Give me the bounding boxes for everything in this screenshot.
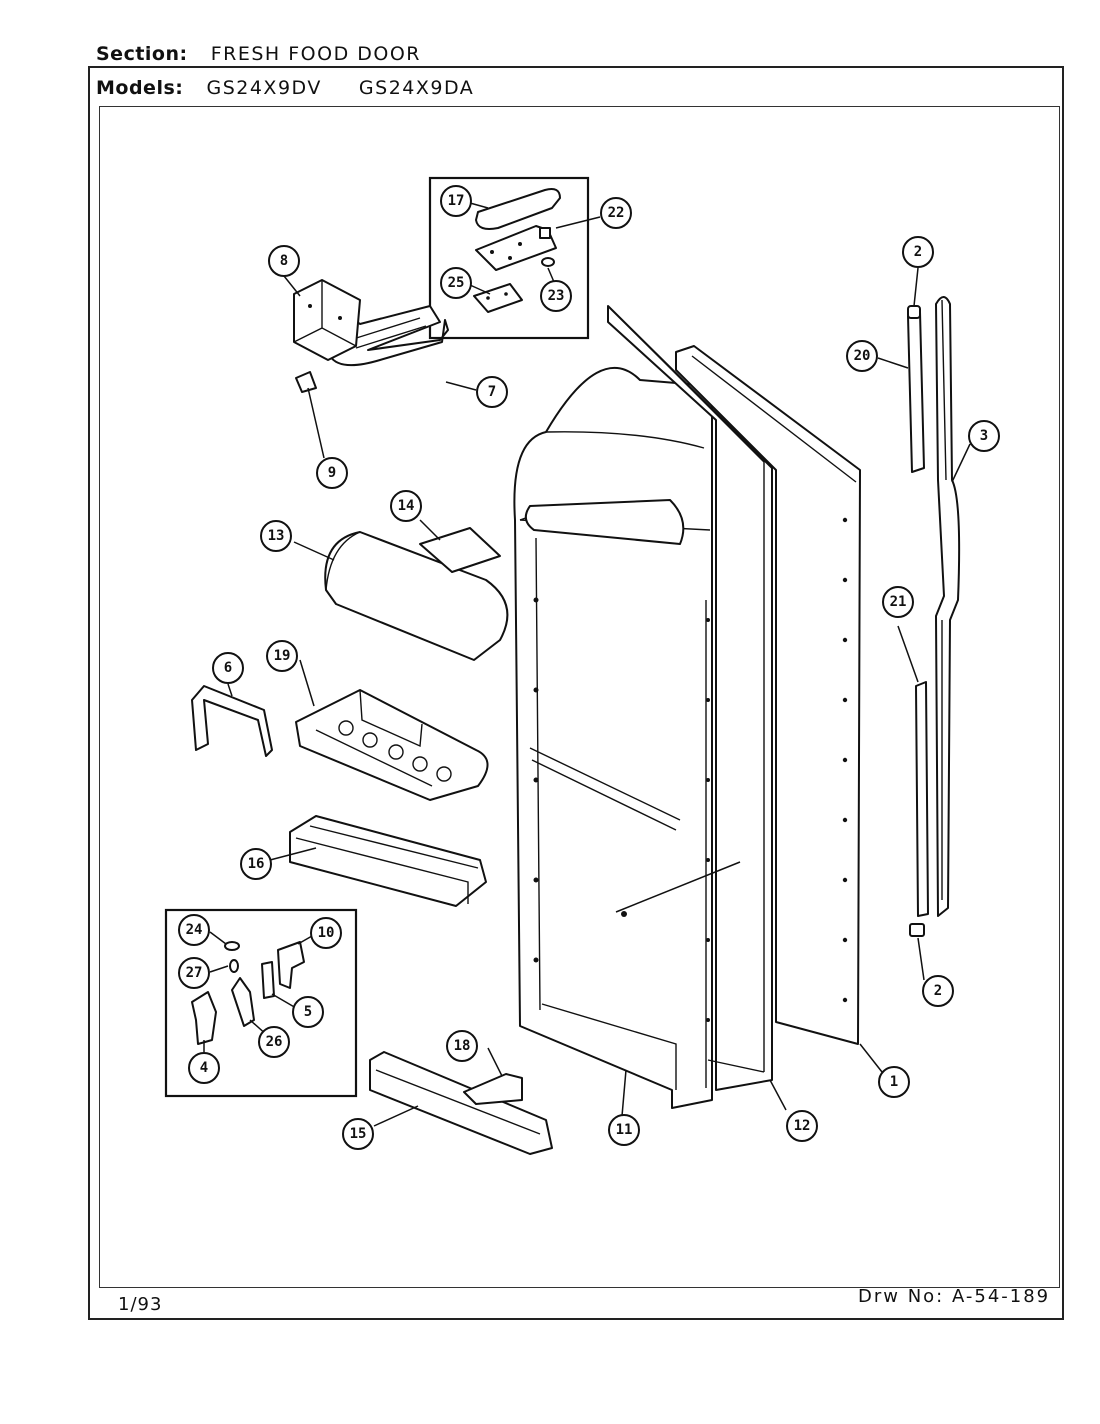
callout-25: 25 [440,267,472,299]
part-19-egg-tray [295,689,489,801]
callout-6: 6 [212,652,244,684]
callout-24: 24 [178,914,210,946]
callout-14: 14 [390,490,422,522]
leader-lines [203,202,971,1127]
callout-7: 7 [476,376,508,408]
drawing-number: Drw No: A-54-189 [858,1286,1051,1307]
part-1-outer-door-panel [675,345,861,1045]
callout-23: 23 [540,280,572,312]
part-25-hinge-shim [473,283,523,313]
callout-23-label: 23 [548,288,565,304]
part-4-closer [191,991,217,1045]
callout-14-label: 14 [398,498,415,514]
part-18-shelf-divider [463,1073,523,1105]
screw-holes [533,517,848,1022]
part-13-dairy-door [324,531,509,661]
callout-20-label: 20 [854,348,871,364]
part-10-cam-bracket [277,941,305,989]
callout-3: 3 [968,420,1000,452]
part-23-washer [541,257,555,267]
callout-20: 20 [846,340,878,372]
callout-18: 18 [446,1030,478,1062]
part-11-door-liner [513,366,713,1109]
part-3-handle [935,296,961,917]
callout-8: 8 [268,245,300,277]
callout-7-label: 7 [488,384,496,400]
callout-2-top-label: 2 [914,244,922,260]
drawing-border [99,106,1060,1288]
callout-16-label: 16 [248,856,265,872]
callout-3-label: 3 [980,428,988,444]
part-12-door-gasket [607,305,773,1091]
callout-25-label: 25 [448,275,465,291]
model-2: GS24X9DA [358,77,475,99]
callout-13: 13 [260,520,292,552]
callout-22: 22 [600,197,632,229]
callout-21: 21 [882,586,914,618]
callout-5: 5 [292,996,324,1028]
date-code: 1/93 [118,1294,163,1315]
callout-10: 10 [310,917,342,949]
part-9-clip [295,371,317,393]
callout-2-top: 2 [902,236,934,268]
callout-26: 26 [258,1026,290,1058]
callout-19: 19 [266,640,298,672]
models-title: Models: GS24X9DV GS24X9DA [96,77,474,99]
callout-11-label: 11 [616,1122,633,1138]
section-value: FRESH FOOD DOOR [210,43,421,65]
callout-12-label: 12 [794,1118,811,1134]
callout-2-bottom-label: 2 [934,983,942,999]
callout-2-bottom: 2 [922,975,954,1007]
callout-9: 9 [316,457,348,489]
models-label: Models: [96,77,184,99]
callout-24-label: 24 [186,922,203,938]
callout-16: 16 [240,848,272,880]
part-26-cam [231,977,255,1027]
callout-19-label: 19 [274,648,291,664]
part-22-top-hinge [475,225,557,271]
hinge-inset-box [428,176,590,340]
outer-frame [88,66,1064,1320]
callout-4: 4 [188,1052,220,1084]
part-20-upper-handle-trim [907,305,925,473]
callout-5-label: 5 [304,1004,312,1020]
part-27-spring [229,959,239,973]
callout-12: 12 [786,1110,818,1142]
closer-inset-box [164,908,358,1098]
callout-15-label: 15 [350,1126,367,1142]
part-24-washer-small [224,941,240,951]
callout-13-label: 13 [268,528,285,544]
callout-1-label: 1 [890,1074,898,1090]
callout-9-label: 9 [328,465,336,481]
callout-26-label: 26 [266,1034,283,1050]
part-8-bracket [293,279,361,361]
callout-4-label: 4 [200,1060,208,1076]
callout-11: 11 [608,1114,640,1146]
callout-21-label: 21 [890,594,907,610]
part-15-bottom-shelf [369,1051,553,1155]
part-17-hinge-cover [475,188,561,230]
model-1: GS24X9DV [206,77,322,99]
callout-27: 27 [178,957,210,989]
part-21-lower-handle-trim [915,681,929,917]
part-6-shelf-bracket [191,685,273,757]
part-5-plate [261,961,275,999]
callout-17-label: 17 [448,193,465,209]
callout-18-label: 18 [454,1038,471,1054]
callout-1: 1 [878,1066,910,1098]
callout-27-label: 27 [186,965,203,981]
callout-17: 17 [440,185,472,217]
callout-8-label: 8 [280,253,288,269]
callout-6-label: 6 [224,660,232,676]
callout-15: 15 [342,1118,374,1150]
part-16-door-shelf [289,815,487,907]
section-label: Section: [96,43,188,65]
section-title: Section: FRESH FOOD DOOR [96,43,421,65]
part-2-end-cap-bottom [909,923,925,937]
callout-10-label: 10 [318,925,335,941]
callout-22-label: 22 [608,205,625,221]
